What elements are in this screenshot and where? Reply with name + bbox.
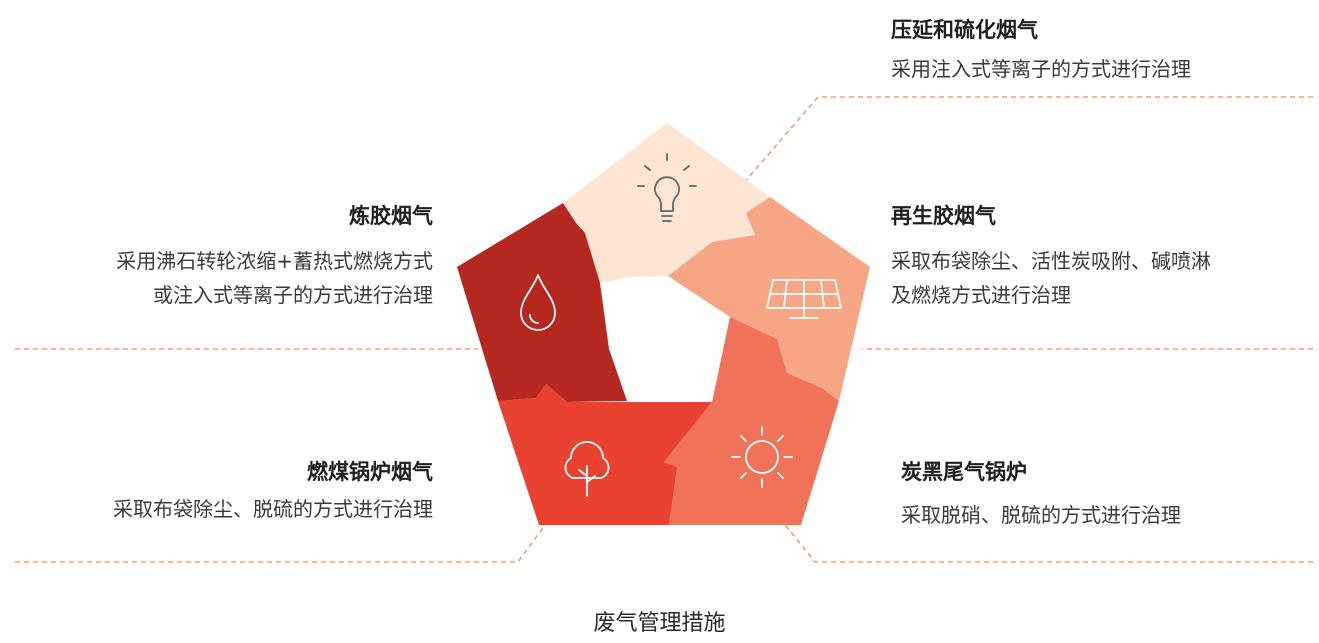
item-desc: 采取布袋除尘、脱硫的方式进行治理 (113, 497, 433, 521)
item-title: 燃煤锅炉烟气 (307, 460, 433, 484)
item-desc: 或注入式等离子的方式进行治理 (153, 283, 433, 307)
lightbulb-icon (637, 153, 697, 222)
item-top: 压延和硫化烟气 采用注入式等离子的方式进行治理 (891, 14, 1191, 86)
segment-bottom-right (664, 317, 839, 525)
item-right: 再生胶烟气 采取布袋除尘、活性炭吸附、碱喷淋 及燃烧方式进行治理 (891, 200, 1211, 312)
tree-icon (564, 441, 610, 497)
item-desc: 及燃烧方式进行治理 (891, 283, 1071, 307)
sun-icon (731, 426, 793, 488)
segment-left (457, 203, 627, 402)
solar-panel-icon[interactable] (766, 279, 842, 319)
item-title: 再生胶烟气 (891, 204, 996, 228)
item-desc: 采取布袋除尘、活性炭吸附、碱喷淋 (891, 249, 1211, 273)
diagram-caption: 废气管理措施 (593, 611, 726, 636)
item-left: 炼胶烟气 采用沸石转轮浓缩+蓄热式燃烧方式 或注入式等离子的方式进行治理 (116, 200, 433, 312)
item-bottom-left: 燃煤锅炉烟气 采取布袋除尘、脱硫的方式进行治理 (113, 456, 433, 526)
item-desc: 采用注入式等离子的方式进行治理 (891, 57, 1191, 81)
item-bottom-right: 炭黑尾气锅炉 采取脱硝、脱硫的方式进行治理 (901, 456, 1181, 532)
item-desc: 采取脱硝、脱硫的方式进行治理 (901, 503, 1181, 527)
water-drop-icon (520, 274, 556, 331)
leader-line-top (741, 96, 1313, 186)
segment-top (563, 123, 770, 283)
leader-line-bottom-left (15, 524, 546, 563)
item-title: 炼胶烟气 (349, 204, 433, 228)
item-title: 压延和硫化烟气 (891, 18, 1038, 42)
item-desc: 采用沸石转轮浓缩+蓄热式燃烧方式 (116, 249, 433, 273)
item-title: 炭黑尾气锅炉 (901, 460, 1027, 484)
segment-bottom-left (498, 384, 712, 525)
